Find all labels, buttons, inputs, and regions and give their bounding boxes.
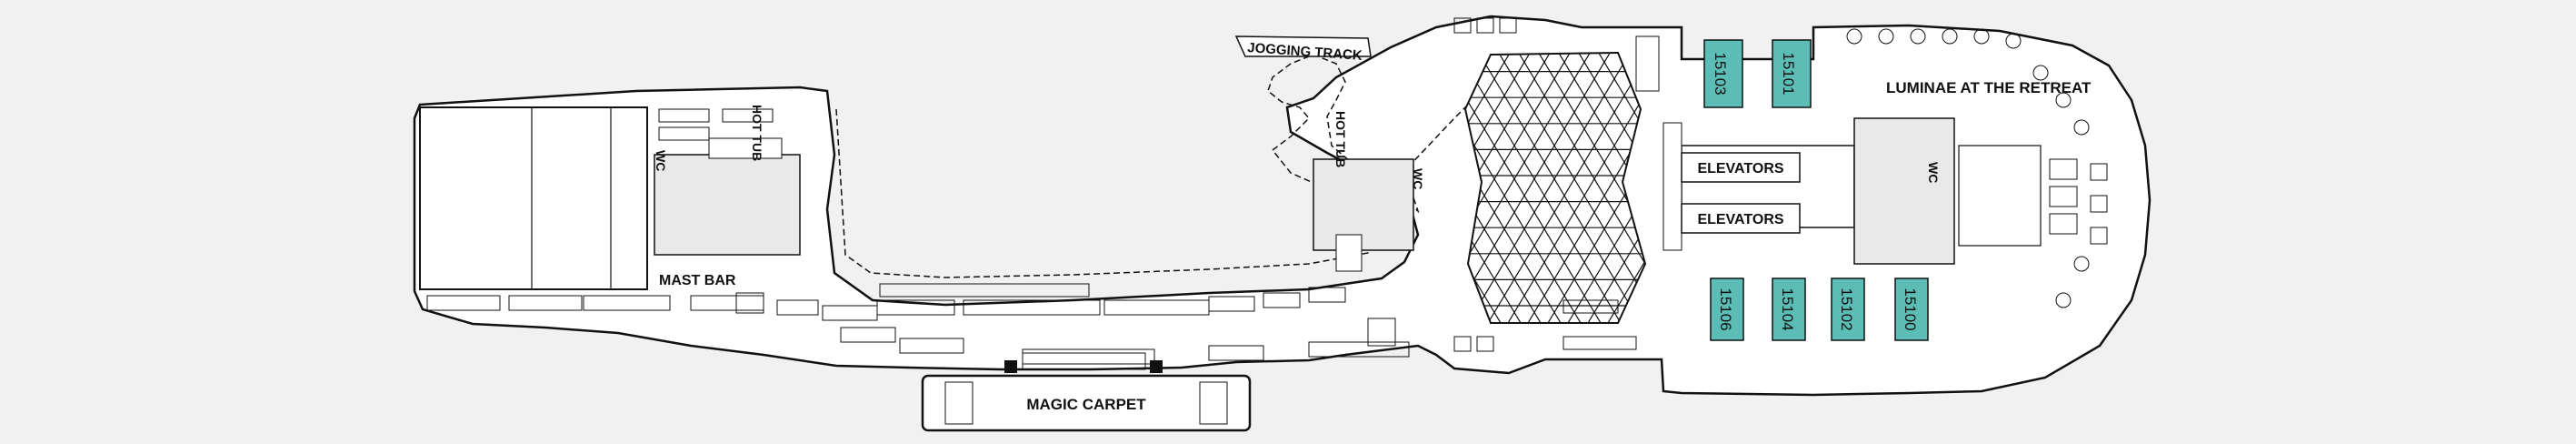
lattice-line — [1134, 45, 1306, 332]
lattice-line — [1465, 53, 1575, 323]
luminae-label: LUMINAE AT THE RETREAT — [1886, 79, 2092, 96]
cabin-label-15100: 15100 — [1902, 288, 1919, 330]
wc-mid-label: WC — [1411, 168, 1425, 189]
cabin-15106[interactable] — [1710, 278, 1744, 341]
cabin-15101[interactable] — [1772, 39, 1812, 108]
lattice-line — [1465, 53, 1547, 323]
lattice-line — [1593, 53, 1645, 323]
cabin-label-15106: 15106 — [1717, 288, 1734, 330]
inner-deck-void — [835, 54, 1473, 278]
cabin-15104[interactable] — [1772, 278, 1806, 341]
lattice-line — [1465, 53, 1535, 323]
lattice-line — [1465, 53, 1527, 323]
wc-aft-label: WC — [654, 150, 668, 171]
elevators-bottom-box — [1681, 203, 1801, 234]
lattice-line — [1465, 53, 1587, 323]
lattice-line — [1602, 53, 1645, 323]
lattice-line — [1114, 45, 1286, 332]
cabin-label-15104: 15104 — [1779, 288, 1796, 330]
cabin-label-15102: 15102 — [1838, 288, 1855, 330]
magic-carpet-label: MAGIC CARPET — [1026, 396, 1146, 413]
cabins-bottom: 15106 15104 15102 15100 — [1710, 278, 1929, 341]
cabin-15102[interactable] — [1831, 278, 1865, 341]
magic-carpet — [921, 352, 1252, 432]
cabin-label-15101: 15101 — [1780, 52, 1797, 95]
lattice-line — [1582, 53, 1645, 323]
lattice-line — [1482, 53, 1645, 323]
lattice-line — [1063, 45, 1234, 332]
lattice-line — [1043, 45, 1214, 332]
wc-fwd-label: WC — [1926, 162, 1941, 183]
aft-bar-block — [654, 154, 801, 256]
cabin-15100[interactable] — [1894, 278, 1929, 341]
cabins-top: 15103 15101 — [1703, 39, 1812, 108]
lattice-line — [1465, 53, 1515, 323]
lattice-line — [923, 45, 1094, 332]
lattice-line — [1094, 45, 1266, 332]
lattice-line — [1533, 53, 1645, 323]
lattice-line — [983, 45, 1154, 332]
mid-structure — [1313, 158, 1414, 251]
mast-bar-label: MAST BAR — [659, 273, 736, 288]
aft-structure — [419, 106, 648, 290]
lattice-line — [1562, 53, 1645, 323]
cabin-label-15103: 15103 — [1712, 52, 1729, 95]
hot-tub-b-label: HOT TUB — [1333, 111, 1348, 167]
forward-furniture — [1453, 17, 2108, 352]
elevators-bottom-label: ELEVATORS — [1697, 212, 1783, 227]
lattice-line — [883, 45, 1054, 332]
cabin-15103[interactable] — [1703, 39, 1743, 108]
hot-tub-a-label: HOT TUB — [750, 105, 764, 161]
lattice-line — [1465, 53, 1507, 323]
lattice-line — [903, 45, 1074, 332]
lattice-line — [1573, 53, 1645, 323]
forward-service — [1853, 117, 1955, 265]
lattice-line — [1473, 53, 1645, 323]
lattice-line — [1513, 53, 1645, 323]
elevators-top-box — [1681, 152, 1801, 183]
lattice-line — [1083, 45, 1254, 332]
elevators-top-label: ELEVATORS — [1697, 161, 1783, 177]
lattice-line — [1465, 53, 1607, 323]
jogging-track-banner — [1234, 35, 1372, 57]
lattice-line — [1023, 45, 1194, 332]
lattice-line — [963, 45, 1134, 332]
lattice-line — [1502, 53, 1645, 323]
lattice-line — [1074, 45, 1246, 332]
lattice-line — [1465, 53, 1627, 323]
lattice-line — [1465, 53, 1595, 323]
lattice-line — [1103, 45, 1274, 332]
lattice-line — [1522, 53, 1645, 323]
lattice-line — [1465, 53, 1635, 323]
lattice-line — [1054, 45, 1226, 332]
